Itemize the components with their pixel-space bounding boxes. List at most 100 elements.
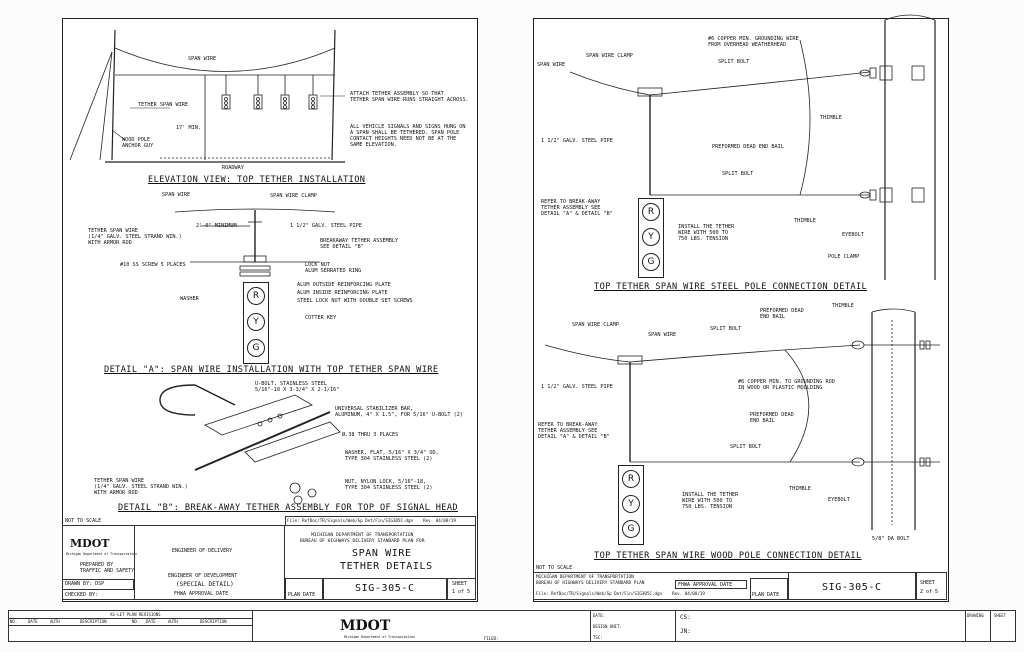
sheet-2-department: MICHIGAN DEPARTMENT OF TRANSPORTATION BU… — [536, 575, 645, 586]
steel-eyebolt-label: EYEBOLT — [842, 232, 864, 238]
detail-b-stabilizer-label: UNIVERSAL STABILIZER BAR, ALUMINUM, 4" X… — [335, 406, 464, 418]
sheet-1-mdot-sub: Michigan Department of Transportation — [66, 552, 138, 556]
yellow-lamp: Y — [247, 313, 265, 331]
wood-install-label: INSTALL THE TETHER WIRE WITH 500 TO 750 … — [682, 492, 739, 510]
sheet-1-plan-date: PLAN DATE — [288, 592, 316, 598]
rev-col-description: DESCRIPTION — [80, 619, 107, 624]
footer-jn: JN: — [680, 628, 691, 635]
sheet-1-department: MICHIGAN DEPARTMENT OF TRANSPORTATION BU… — [300, 533, 425, 544]
steel-thimble-2-label: THIMBLE — [794, 218, 816, 224]
elev-span-wire-label: SPAN WIRE — [188, 56, 217, 62]
sheet-2-sheet-cell — [916, 572, 947, 600]
rev-col-auth-2: AUTH — [168, 619, 178, 624]
detail-a-signal-head: R Y G — [243, 282, 269, 364]
elev-tether-span-wire-label: TETHER SPAN WIRE — [138, 102, 188, 108]
sheet-2-fhwa: FHWA APPROVAL DATE — [678, 582, 733, 588]
sheet-1-checked-by: CHECKED BY: — [65, 592, 99, 598]
wood-grounding-label: #6 COPPER MIN. TO GROUNDING ROD IN WOOD … — [738, 379, 835, 391]
sheet-1-approval-cell — [134, 525, 285, 600]
steel-split-bolt-2-label: SPLIT BOLT — [722, 171, 754, 177]
sheet-1-sig-cell — [323, 578, 447, 600]
sheet-1-fhwa: FHWA APPROVAL DATE — [174, 591, 229, 597]
rev-col-date-2: DATE — [146, 619, 156, 624]
footer-tsc: TSC: — [593, 635, 603, 640]
red-lamp: R — [642, 203, 660, 221]
wood-split-bolt-2-label: SPLIT BOLT — [730, 444, 762, 450]
sheet-2-file: File: RefDoc/TR/Signals/Web/Sp Det/Fin/S… — [536, 591, 705, 596]
sheet-2-sheet-number: 2 of 5 — [920, 589, 939, 595]
detail-a-pipe-label: 1 1/2" GALV. STEEL PIPE — [290, 223, 362, 229]
sheet-1-frame — [62, 18, 478, 602]
steel-grounding-label: #6 COPPER MIN. GROUNDING WIRE FROM OVERH… — [708, 36, 799, 48]
sheet-1-title-2: TETHER DETAILS — [340, 561, 433, 572]
rev-col-description-2: DESCRIPTION — [200, 619, 227, 624]
rev-col-no-2: NO. — [132, 619, 140, 624]
footer-sheet: SHEET — [994, 613, 1007, 618]
footer-info-block — [590, 610, 676, 642]
elev-note-1: ATTACH TETHER ASSEMBLY SO THAT TETHER SP… — [350, 91, 469, 103]
steel-split-bolt-label: SPLIT BOLT — [718, 59, 750, 65]
sheet-2-fhwa-cell — [675, 580, 747, 589]
sheet-1-sheet-cell — [447, 578, 476, 600]
sheet-2-not-to-scale: NOT TO SCALE — [536, 565, 573, 571]
steel-install-label: INSTALL THE TETHER WIRE WITH 500 TO 750 … — [678, 224, 735, 242]
wood-caption: TOP TETHER SPAN WIRE WOOD POLE CONNECTIO… — [594, 551, 862, 561]
sheet-2-plan-date: PLAN DATE — [752, 592, 780, 598]
sheet-1-file: File: RefDoc/TR/Signals/Web/Sp Det/Fin/S… — [287, 518, 456, 523]
sheet-1-plan-date-cell — [285, 578, 323, 600]
sheet-1-title-1: SPAN WIRE — [352, 548, 412, 559]
footer-drawing: DRAWING — [967, 613, 984, 618]
detail-b-washer-label: WASHER, FLAT, 5/16" X 3/4" OD, TYPE 304 … — [345, 450, 439, 462]
yellow-lamp: Y — [642, 228, 660, 246]
footer-mdot-sub: Michigan Department of Transportation — [344, 635, 416, 639]
steel-caption: TOP TETHER SPAN WIRE STEEL POLE CONNECTI… — [594, 282, 868, 292]
rev-col-no: NO. — [10, 619, 18, 624]
detail-a-span-wire-label: SPAN WIRE — [162, 192, 191, 198]
wood-span-wire-label: SPAN WIRE — [648, 332, 677, 338]
steel-thimble-label: THIMBLE — [820, 115, 842, 121]
detail-a-tether-label: TETHER SPAN WIRE (1/4" GALV. STEEL STRAN… — [88, 228, 182, 246]
steel-refer-label: REFER TO BREAK-AWAY TETHER ASSEMBLY SEE … — [541, 199, 613, 217]
sheet-1-not-to-scale: NOT TO SCALE — [65, 518, 102, 524]
elev-roadway-label: ROADWAY — [222, 165, 244, 171]
detail-a-cotter-label: COTTER KEY — [305, 315, 337, 321]
revisions-header-row — [8, 618, 253, 626]
sheet-1-prepared-by: PREPARED BY TRAFFIC AND SAFETY — [80, 562, 135, 574]
sheet-1-sheet-number: 1 of 5 — [452, 589, 471, 595]
detail-b-holes-label: Ø.38 THRU 3 PLACES — [342, 432, 399, 438]
sheet-1-sheet-label: SHEET — [452, 581, 468, 587]
sheet-2-sig-cell — [788, 572, 916, 600]
sheet-1-drawn-by: DRAWN BY: DSP — [65, 581, 105, 587]
steel-signal-head: R Y G — [638, 198, 664, 278]
footer-drawing-cell — [965, 610, 991, 642]
wood-split-bolt-label: SPLIT BOLT — [710, 326, 742, 332]
wood-preformed-2-label: PREFORMED DEAD END BAIL — [750, 412, 794, 424]
sheet-1-engineer-development: ENGINEER OF DEVELOPMENT — [168, 573, 238, 579]
detail-a-minimum-label: 2'-0" MINIMUM — [196, 223, 237, 229]
footer-filed: FILED: — [484, 636, 499, 641]
detail-b-caption: DETAIL "B": BREAK-AWAY TETHER ASSEMBLY F… — [118, 503, 459, 513]
elevation-caption: ELEVATION VIEW: TOP TETHER INSTALLATION — [148, 175, 366, 185]
detail-b-nut-label: NUT, NYLON LOCK, 5/16"-18, TYPE 304 STAI… — [345, 479, 433, 491]
detail-a-lock-nut-label: LOCK NUT — [305, 262, 330, 268]
wood-refer-label: REFER TO BREAK-AWAY TETHER ASSEMBLY SEE … — [538, 422, 610, 440]
detail-a-clamp-label: SPAN WIRE CLAMP — [270, 193, 317, 199]
detail-b-tether-label: TETHER SPAN WIRE (1/4" GALV. STEEL STRAN… — [94, 478, 188, 496]
sheet-1-mdot-logo: MDOT — [70, 537, 110, 550]
sheet-1-drawn-cell — [62, 579, 134, 590]
detail-a-outside-plate-label: ALUM OUTSIDE REINFORCING PLATE — [297, 282, 391, 288]
footer-design-unit: DESIGN UNIT: — [593, 624, 622, 629]
steel-pole-clamp-label: POLE CLAMP — [828, 254, 860, 260]
red-lamp: R — [622, 470, 640, 488]
detail-a-inside-plate-label: ALUM INSIDE REINFORCING PLATE — [297, 290, 388, 296]
footer-mdot-logo: MDOT — [340, 618, 391, 634]
rev-col-auth: AUTH — [50, 619, 60, 624]
detail-b-ubolt-label: U-BOLT, STAINLESS STEEL 5/16"-18 X 3-3/4… — [255, 381, 340, 393]
wood-thimble-2-label: THIMBLE — [789, 486, 811, 492]
revisions-block — [8, 610, 253, 642]
sheet-2-plan-date-cell — [750, 578, 788, 600]
revisions-title: AS-LET PLAN REVISIONS — [110, 612, 161, 617]
